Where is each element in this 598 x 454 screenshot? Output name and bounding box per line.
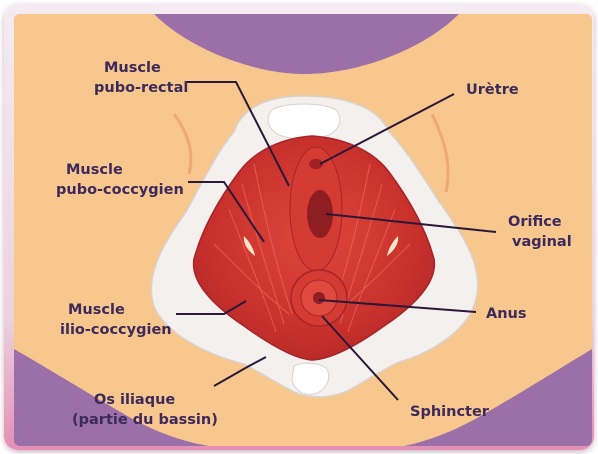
vaginal-orifice: [307, 190, 333, 238]
label-muscle-pubo-rectal: Muscle pubo-rectal: [94, 60, 188, 96]
muscle-fibers: [213, 163, 411, 333]
leader-os-iliaque: [213, 356, 267, 387]
anus: [313, 292, 325, 304]
label-muscle-pubo-coccygien: Muscle pubo-coccygien: [56, 162, 184, 198]
thigh-crease-left: [172, 113, 193, 175]
label-sphincter: Sphincter: [410, 404, 490, 420]
leader-pubo-coccygien: [188, 181, 265, 243]
thigh-crease-right: [430, 113, 450, 193]
image-frame: Muscle pubo-rectal Muscle pubo-coccygien…: [4, 4, 594, 450]
label-os-iliaque: Os iliaque (partie du bassin): [72, 392, 218, 428]
ligament-left: [243, 236, 255, 256]
label-muscle-ilio-coccygien: Muscle ilio-coccygien: [60, 302, 172, 338]
leader-pubo-rectal: [186, 81, 290, 187]
label-anus: Anus: [486, 306, 527, 322]
pubic-symphysis: [267, 103, 341, 140]
leader-orifice-vaginal: [325, 213, 497, 233]
diagram-svg: Muscle pubo-rectal Muscle pubo-coccygien…: [14, 14, 592, 446]
ligament-right: [387, 236, 399, 256]
leader-ilio-coccygien: [176, 300, 247, 315]
leader-sphincter: [321, 315, 399, 401]
coccyx: [291, 362, 330, 395]
leader-uretre: [319, 93, 455, 165]
leader-anus: [318, 299, 477, 313]
label-orifice-vaginal: Orifice vaginal: [508, 214, 572, 250]
label-uretre: Urètre: [466, 82, 519, 98]
urethra: [309, 159, 323, 169]
pelvic-floor-diagram: Muscle pubo-rectal Muscle pubo-coccygien…: [14, 14, 592, 446]
